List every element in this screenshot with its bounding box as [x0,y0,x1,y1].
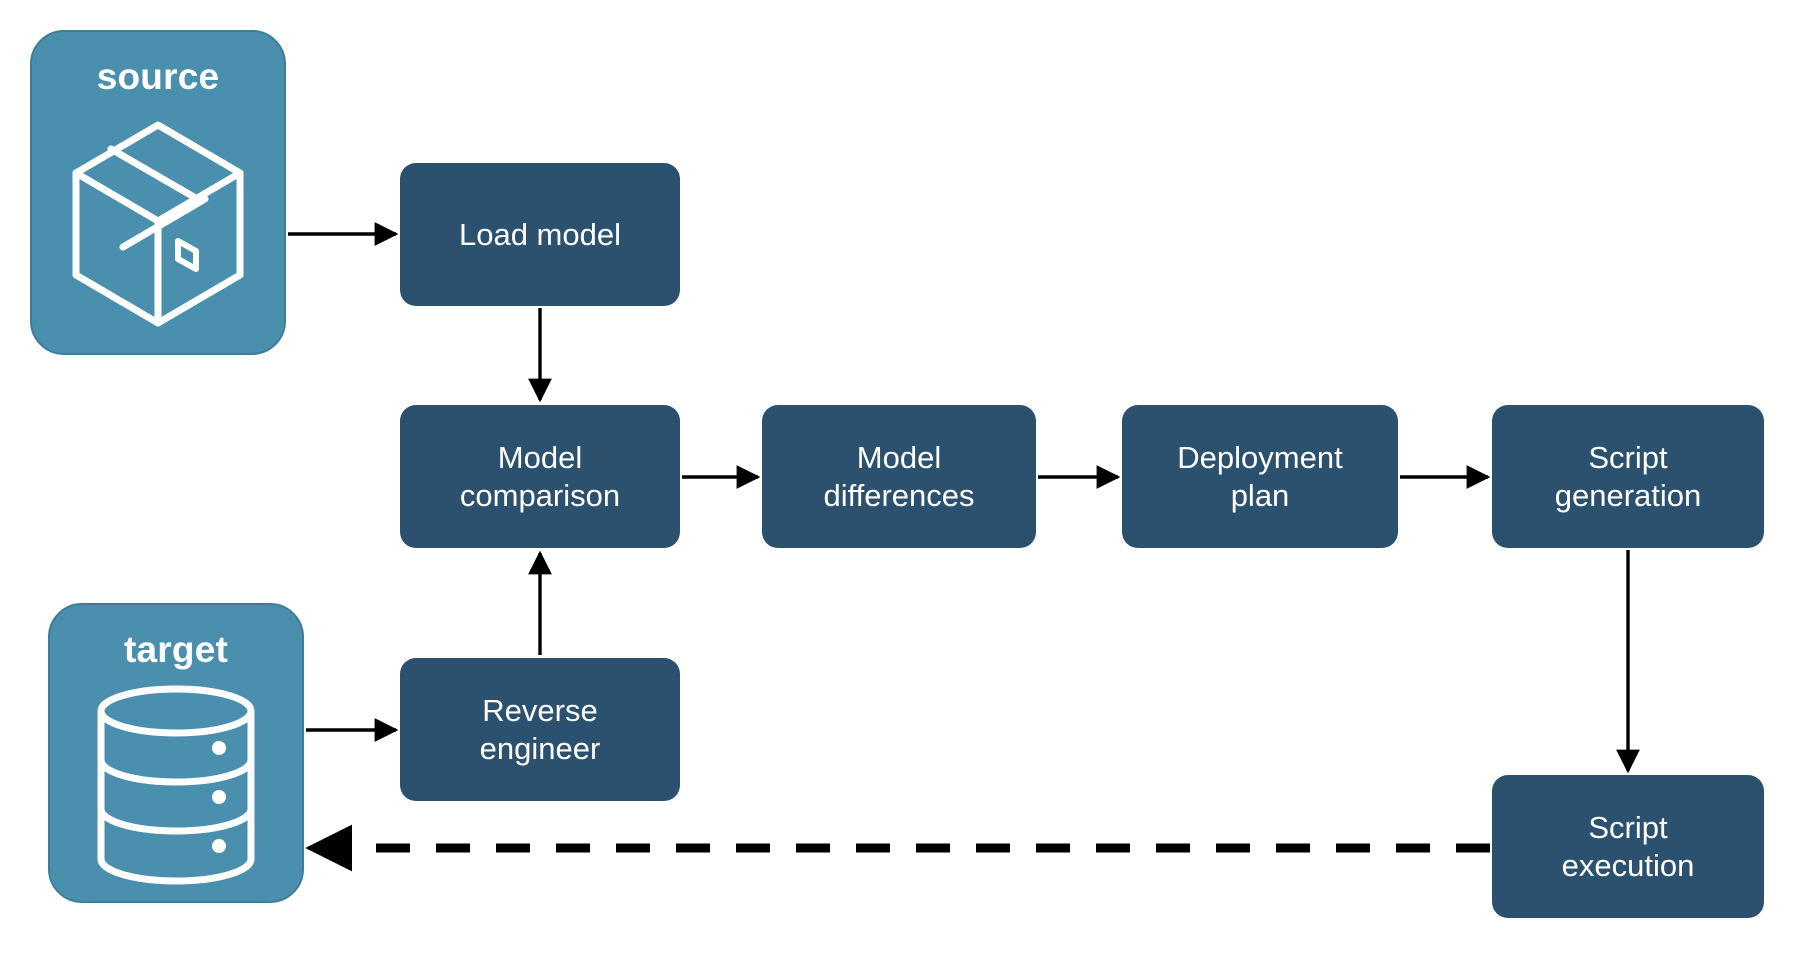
process-box-load-model-label: Load model [458,216,621,252]
process-box-script-execution[interactable]: Script execution [1492,775,1764,918]
process-box-reverse-engineer-label: Reverse engineer [479,692,601,766]
process-box-deployment-plan-label: Deployment plan [1177,439,1343,513]
process-box-model-differences[interactable]: Model differences [762,405,1036,548]
process-box-model-differences-label: Model differences [823,439,975,513]
database-cylinder-icon [50,668,302,901]
process-box-script-execution-label: Script execution [1561,809,1695,883]
endpoint-source-label: source [96,56,220,97]
process-box-script-generation[interactable]: Script generation [1492,405,1764,548]
endpoint-source[interactable]: source [30,30,286,355]
process-box-load-model[interactable]: Load model [400,163,680,306]
process-box-model-comparison-label: Model comparison [459,439,621,513]
process-box-script-generation-label: Script generation [1554,439,1702,513]
endpoint-target-label: target [124,629,228,670]
process-box-model-comparison[interactable]: Model comparison [400,405,680,548]
process-box-reverse-engineer[interactable]: Reverse engineer [400,658,680,801]
process-box-deployment-plan[interactable]: Deployment plan [1122,405,1398,548]
package-box-icon [32,95,284,353]
endpoint-target[interactable]: target [48,603,304,903]
